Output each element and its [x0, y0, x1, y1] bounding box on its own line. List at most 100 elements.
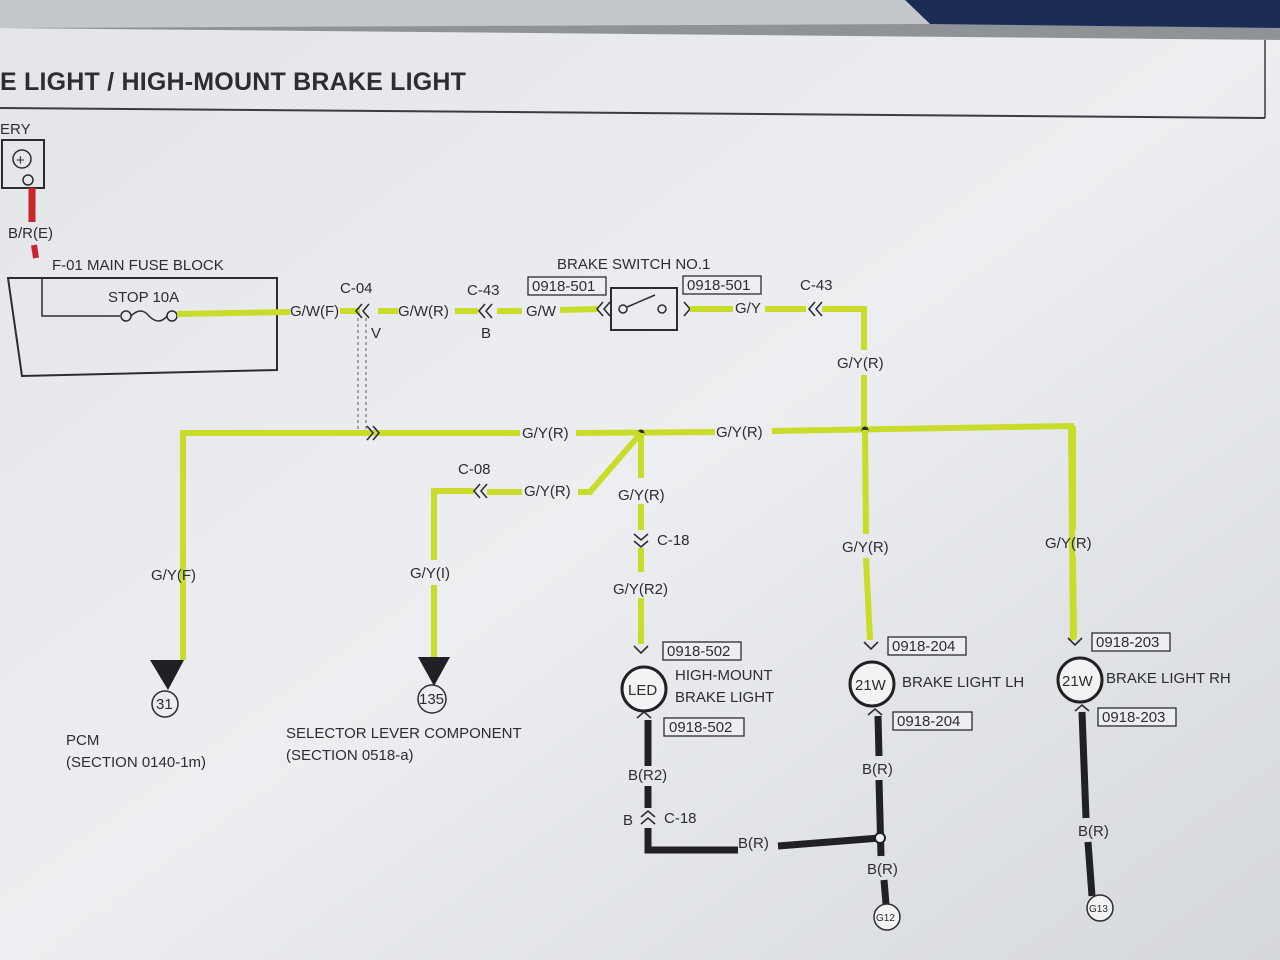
wire-br-rh-top — [1078, 711, 1090, 819]
reference-31-label: 31 — [156, 696, 173, 713]
label-brake-light-lh: BRAKE LIGHT LH — [902, 674, 1024, 691]
fuse-internal-wire — [41, 278, 120, 317]
label-c18-top: C-18 — [657, 532, 690, 549]
label-conn-203-bottom: 0918-203 — [1102, 709, 1165, 726]
wire-br-lh-top — [874, 715, 883, 757]
switch-blade-icon — [626, 294, 656, 308]
label-br-lh-lower: B(R) — [867, 861, 898, 878]
brake-switch-connector-left — [527, 276, 607, 296]
ground-g12-icon — [873, 903, 901, 931]
connector-204-top-box — [887, 636, 967, 656]
label-gyf: G/Y(F) — [151, 567, 196, 584]
label-gw: G/W — [526, 303, 557, 320]
wire-br-lh-mid — [875, 779, 885, 857]
label-gyr-rh: G/Y(R) — [1045, 535, 1092, 552]
wire-bus-mid — [575, 429, 716, 436]
connector-c43-gw — [477, 303, 493, 319]
connector-hm-in — [633, 645, 649, 655]
label-b-r-e: B/R(E) — [8, 225, 53, 242]
lamp-rh-icon — [1056, 656, 1104, 704]
label-g12: G12 — [876, 913, 895, 924]
battery-plus-symbol: + — [16, 152, 25, 169]
connector-hm-out — [636, 710, 652, 719]
battery-label: ERY — [0, 121, 31, 138]
label-bs-conn-left: 0918-501 — [532, 278, 595, 295]
connector-lh-out — [867, 707, 883, 716]
label-gyr-bus-1: G/Y(R) — [522, 425, 569, 442]
label-c43-b: C-43 — [800, 277, 833, 294]
dark-object — [905, 0, 1280, 28]
ground-splice-node — [874, 832, 886, 844]
label-brake-switch: BRAKE SWITCH NO.1 — [557, 256, 710, 273]
fuse-terminal-right — [166, 310, 178, 322]
connector-502-top-box — [662, 641, 742, 661]
connector-203-bottom-box — [1097, 707, 1177, 727]
wire-gw-switch — [559, 306, 599, 313]
title-rule — [0, 107, 1266, 119]
arrow-to-pcm-icon — [150, 660, 184, 690]
label-gy: G/Y — [735, 300, 761, 317]
wire-rh-bottom — [1070, 555, 1077, 639]
label-br-rh: B(R) — [1078, 823, 1109, 840]
label-c08: C-08 — [458, 461, 491, 478]
main-fuse-block-box — [6, 277, 278, 378]
label-gyr-lh: G/Y(R) — [842, 539, 889, 556]
reference-31-badge — [151, 690, 179, 718]
connector-c08 — [472, 483, 488, 499]
switch-contact-left — [618, 304, 628, 314]
arrow-to-selector-icon — [418, 657, 450, 686]
connector-502-bottom-box — [663, 717, 745, 737]
brake-switch-box — [610, 287, 678, 331]
wire-br-join — [777, 834, 881, 850]
label-c18-bottom: C-18 — [664, 810, 697, 827]
wire-red-bottom — [31, 244, 39, 259]
reference-135-label: 135 — [419, 691, 444, 708]
label-gyr-vertical-top: G/Y(R) — [837, 355, 884, 372]
label-c04: C-04 — [340, 280, 373, 297]
label-br-join: B(R) — [738, 835, 769, 852]
label-c43-a: C-43 — [467, 282, 500, 299]
reference-135-badge — [417, 684, 447, 714]
label-gyr-bus-2: G/Y(R) — [716, 424, 763, 441]
label-high-mount-2: BRAKE LIGHT — [675, 689, 774, 706]
label-stop-fuse: STOP 10A — [108, 289, 179, 306]
label-c43-pin: B — [481, 325, 491, 342]
label-21w-rh: 21W — [1062, 673, 1094, 690]
wire-lh-bottom — [863, 557, 873, 641]
brake-switch-connector-right — [682, 275, 762, 295]
connector-c04-gw — [354, 303, 370, 319]
connector-c18-bottom — [640, 809, 656, 825]
wire-br-rh-bottom — [1084, 841, 1096, 897]
label-g13: G13 — [1089, 904, 1108, 915]
page-title: E LIGHT / HIGH-MOUNT BRAKE LIGHT — [0, 68, 466, 96]
label-gyr-c08: G/Y(R) — [524, 483, 571, 500]
wire-gw-fuse-out — [176, 309, 291, 317]
battery-terminal — [22, 174, 34, 186]
label-gw-f: G/W(F) — [290, 303, 339, 320]
wire-bus-left — [180, 430, 520, 660]
connector-rh-in — [1067, 637, 1083, 647]
wire-gyr-down-top — [822, 306, 867, 350]
connector-203-top-box — [1091, 632, 1171, 652]
label-f01: F-01 MAIN FUSE BLOCK — [52, 257, 224, 274]
label-high-mount-1: HIGH-MOUNT — [675, 667, 773, 684]
selector-section-label: (SECTION 0518-a) — [286, 747, 414, 764]
connector-204-bottom-box — [892, 711, 973, 731]
label-b-pin: B — [623, 812, 633, 829]
label-led: LED — [628, 682, 657, 699]
pcm-label: PCM — [66, 732, 99, 749]
label-conn-502-bottom: 0918-502 — [669, 719, 732, 736]
label-br-lh: B(R) — [862, 761, 893, 778]
label-c04-pin: V — [371, 325, 381, 342]
connector-c18-top — [633, 533, 649, 549]
label-gyi: G/Y(I) — [410, 565, 450, 582]
wire-br2-bottom — [644, 828, 738, 854]
label-conn-502-top: 0918-502 — [667, 643, 730, 660]
connector-rh-out — [1074, 703, 1090, 712]
fuse-icon — [130, 310, 168, 322]
label-gyr-hm: G/Y(R) — [618, 487, 665, 504]
ground-g13-icon — [1086, 894, 1114, 922]
label-br2: B(R2) — [628, 767, 667, 784]
